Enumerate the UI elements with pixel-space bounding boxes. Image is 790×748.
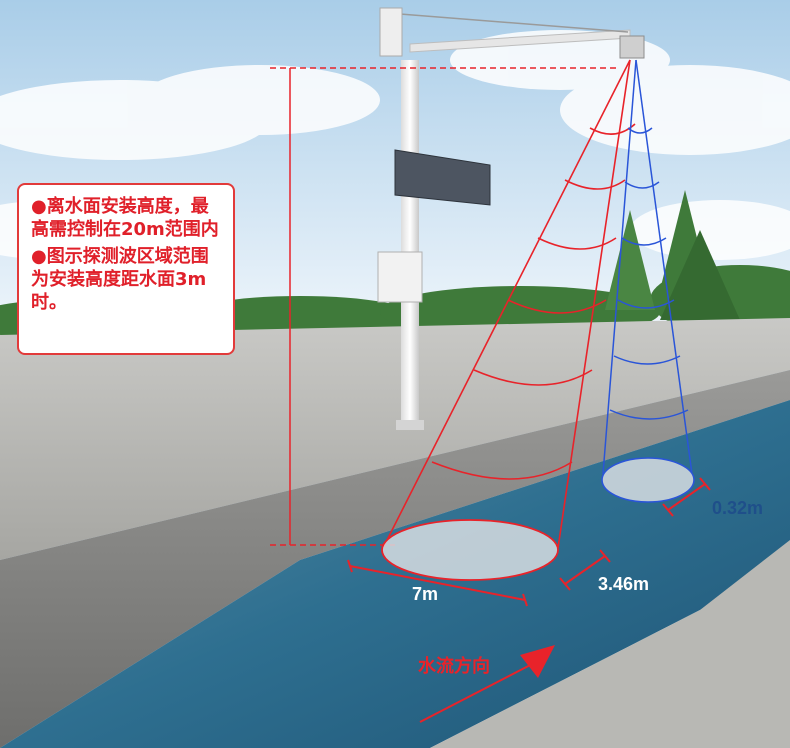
solar-panel (394, 149, 491, 206)
bullet-icon: ● (31, 196, 47, 217)
dimension-032m (662, 477, 711, 517)
dimension-346m (559, 549, 611, 591)
notes-box: ●离水面安装高度，最高需控制在20m范围内 ●图示探测波区域范围为安装高度距水面… (17, 183, 235, 355)
top-sensor (379, 7, 403, 57)
detection-area-wide (381, 519, 559, 581)
note-1: ●离水面安装高度，最高需控制在20m范围内 (31, 195, 223, 241)
mounting-pole (401, 60, 419, 430)
label-3-46m: 3.46m (598, 574, 649, 594)
flow-arrow-head (520, 645, 555, 678)
radar-beam-wide (382, 59, 636, 549)
bullet-icon: ● (31, 246, 47, 267)
radar-beam-narrow (602, 59, 693, 475)
flow-direction-label: 水流方向 (418, 655, 490, 677)
support-wire (399, 13, 629, 33)
river-bank-top (0, 318, 790, 560)
note-2-text: 图示探测波区域范围为安装高度距水面3m时。 (31, 246, 209, 313)
river-bank-far (430, 540, 790, 748)
detection-area-narrow (601, 457, 695, 503)
river-bank-slope (0, 370, 790, 748)
flow-arrow-shaft (419, 659, 541, 723)
note-2: ●图示探测波区域范围为安装高度距水面3m时。 (31, 245, 223, 314)
label-0-32m: 0.32m (712, 498, 763, 518)
note-1-text: 离水面安装高度，最高需控制在20m范围内 (31, 196, 219, 240)
pole-base (396, 420, 424, 430)
control-box (377, 251, 423, 303)
label-7m: 7m (412, 584, 438, 604)
radar-sensor (619, 35, 645, 59)
dimension-7m (347, 559, 528, 607)
height-indicator (270, 67, 620, 546)
